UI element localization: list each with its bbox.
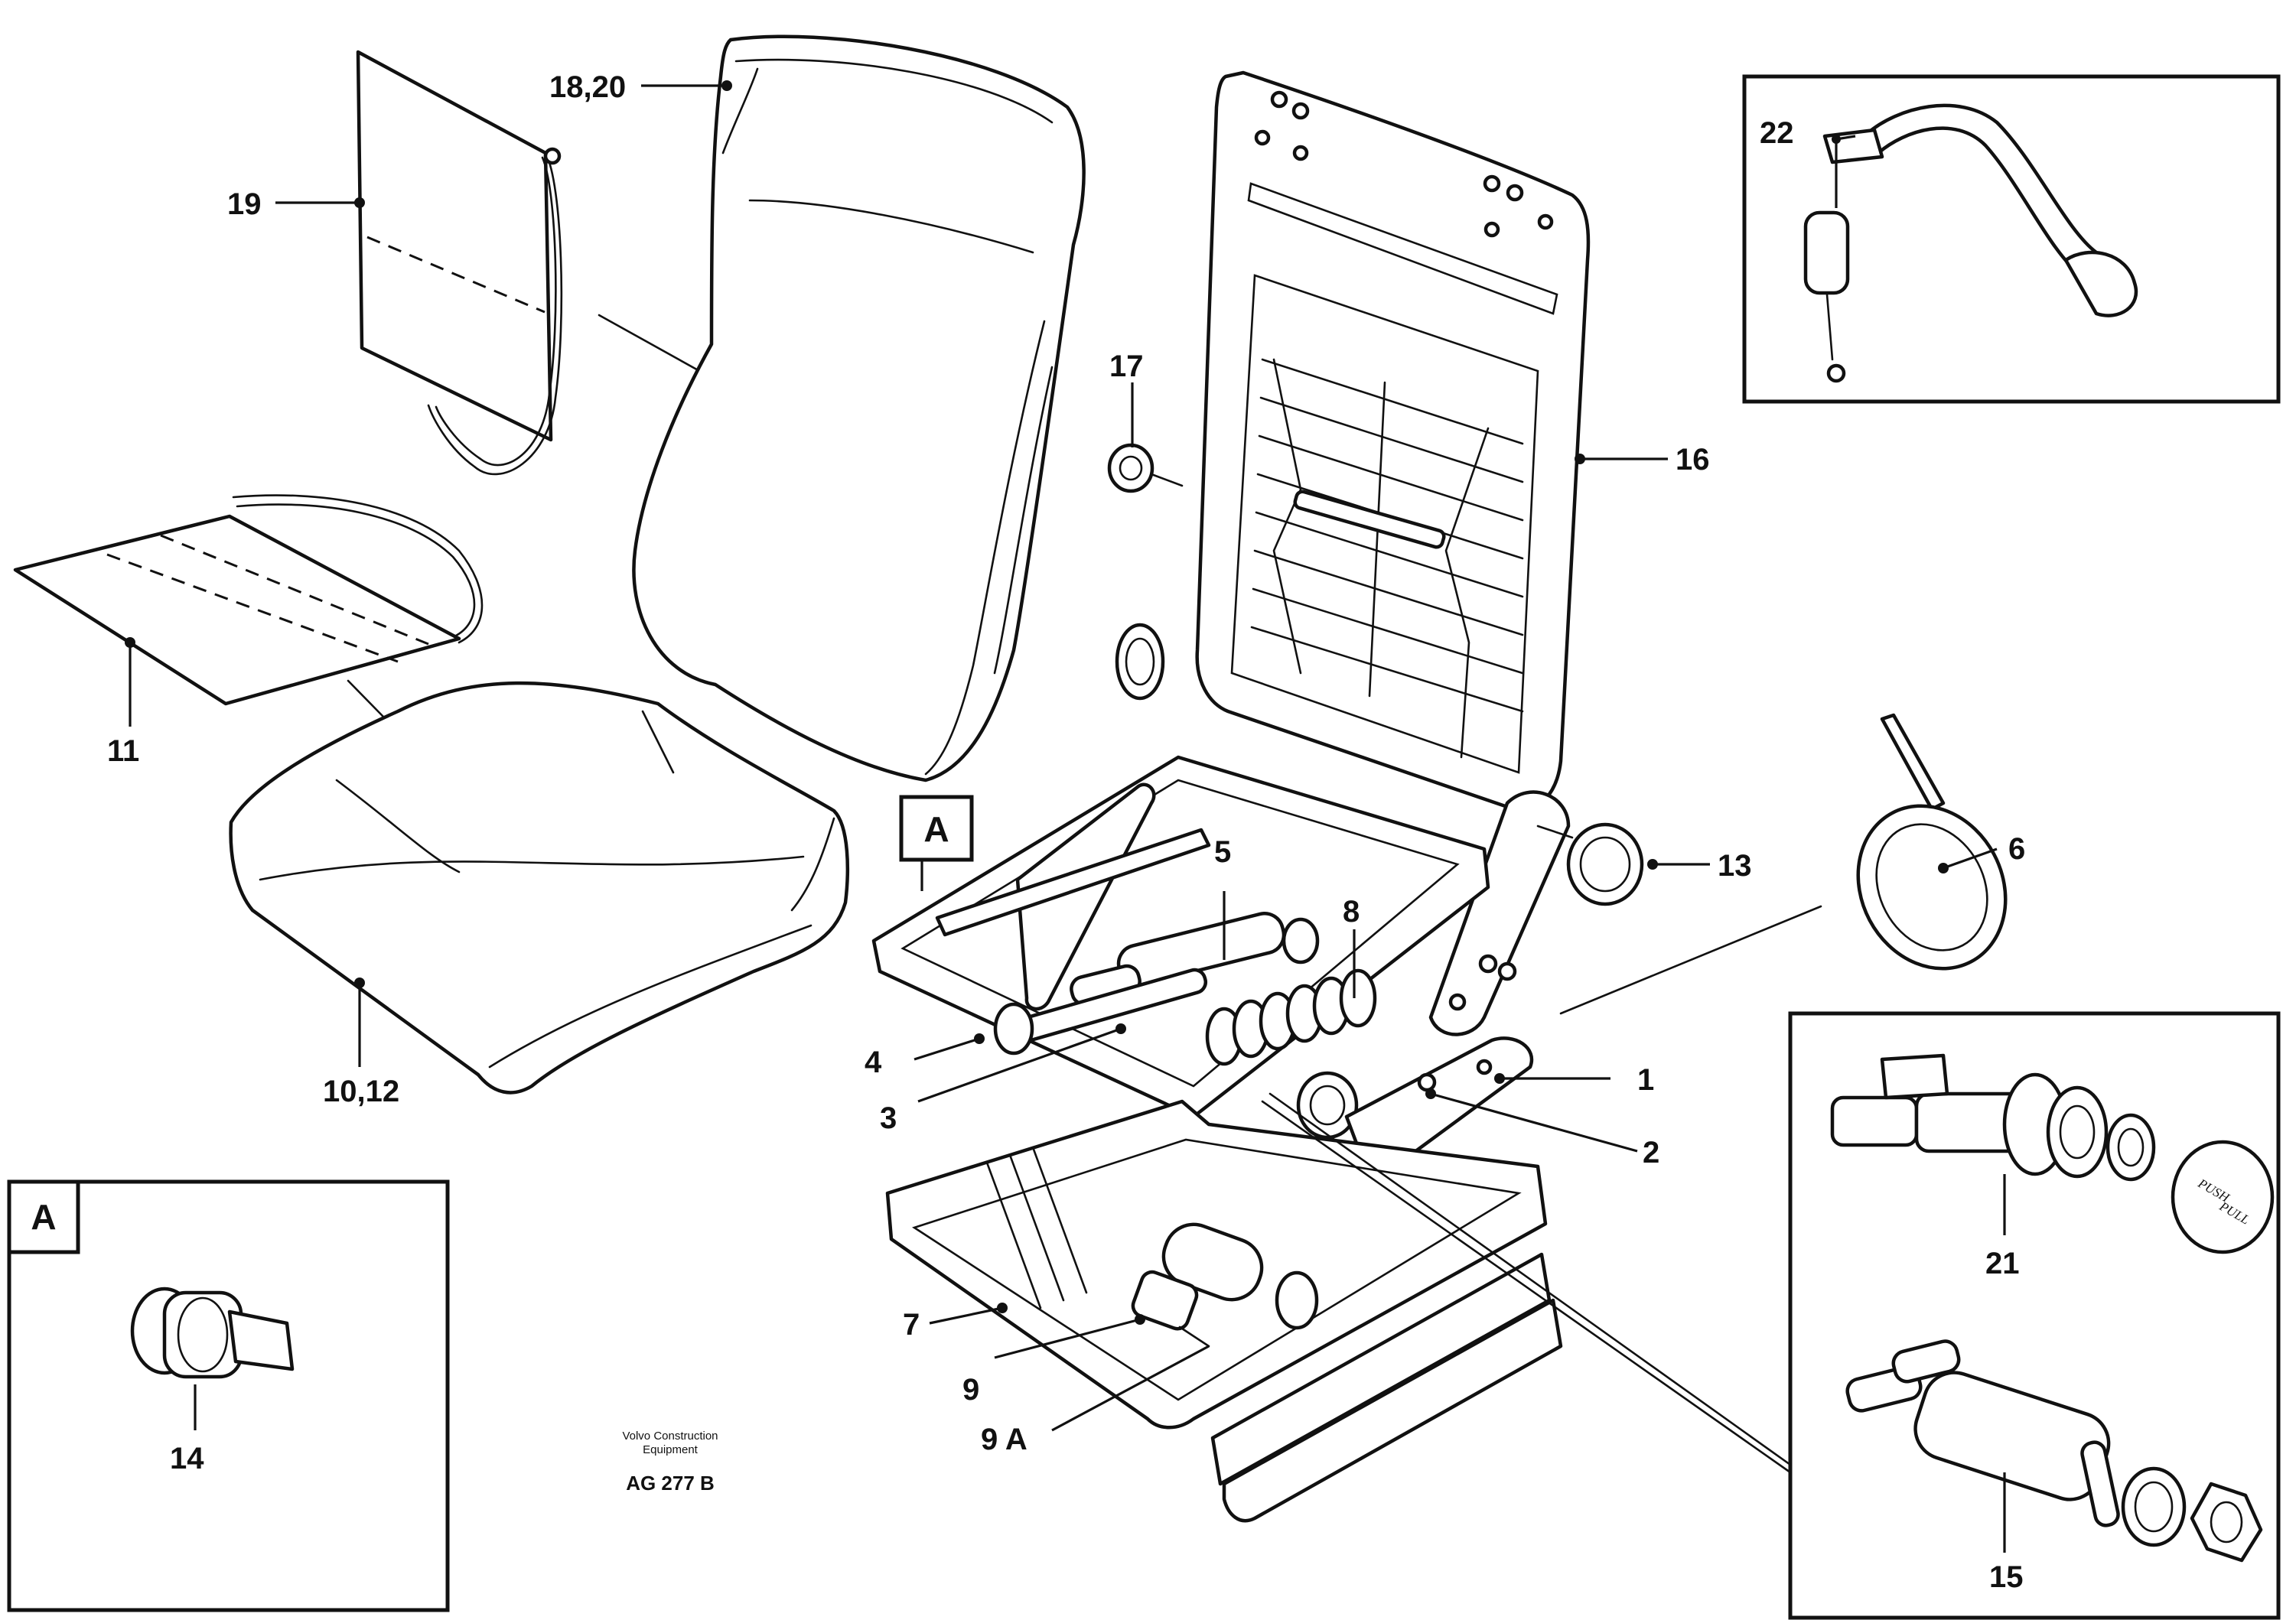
backrest-cover-sheet (356, 50, 845, 476)
detail-a-inset: A (7, 1179, 450, 1612)
seat-mechanism (871, 755, 1534, 1169)
label-11: 11 (107, 734, 139, 768)
valve-inset: PUSH PULL (1261, 1011, 2281, 1620)
seat-base (885, 1099, 1563, 1523)
label-19: 19 (227, 187, 262, 221)
drawing-code: AG 277 B (626, 1472, 715, 1495)
label-2: 2 (1643, 1136, 1659, 1169)
label-8: 8 (1343, 895, 1360, 929)
label-16: 16 (1676, 443, 1710, 477)
company-name-line2: Equipment (643, 1443, 699, 1456)
coil-spring (1205, 968, 1377, 1066)
large-adjust-knob (1536, 822, 1644, 906)
label-10-12: 10,12 (323, 1075, 399, 1108)
drawing-footer: Volvo Construction Equipment AG 277 B (622, 1430, 718, 1495)
company-name-line1: Volvo Construction (622, 1430, 718, 1443)
label-15: 15 (1989, 1560, 2024, 1594)
small-adjust-knob (1107, 443, 1184, 493)
seat-cushion (229, 681, 850, 1095)
backrest-frame (1115, 70, 1591, 1036)
label-5: 5 (1214, 835, 1231, 869)
label-4: 4 (865, 1046, 882, 1079)
detail-marker-a: A (923, 809, 949, 849)
leader-lines (125, 80, 2006, 1553)
label-22: 22 (1760, 116, 1794, 150)
label-14: 14 (170, 1442, 204, 1475)
label-13: 13 (1718, 849, 1752, 883)
part-labels: 18,20 19 11 10,12 17 16 13 6 5 8 4 3 1 2… (107, 70, 2025, 1594)
backrest-cushion (632, 34, 1086, 782)
label-7: 7 (903, 1308, 920, 1342)
cable-tie (1559, 713, 2008, 1015)
label-9a: 9 A (981, 1423, 1028, 1456)
label-17: 17 (1109, 350, 1144, 383)
seatbelt-inset (1742, 74, 2281, 404)
label-21: 21 (1985, 1247, 2020, 1280)
label-6: 6 (2008, 832, 2025, 866)
inset-marker-a: A (31, 1197, 56, 1237)
label-1: 1 (1637, 1063, 1654, 1097)
label-3: 3 (880, 1101, 897, 1135)
label-9: 9 (962, 1373, 979, 1407)
seat-cover-sheet (13, 494, 522, 858)
detail-a-marker: A (899, 795, 974, 891)
label-18-20: 18,20 (549, 70, 626, 104)
